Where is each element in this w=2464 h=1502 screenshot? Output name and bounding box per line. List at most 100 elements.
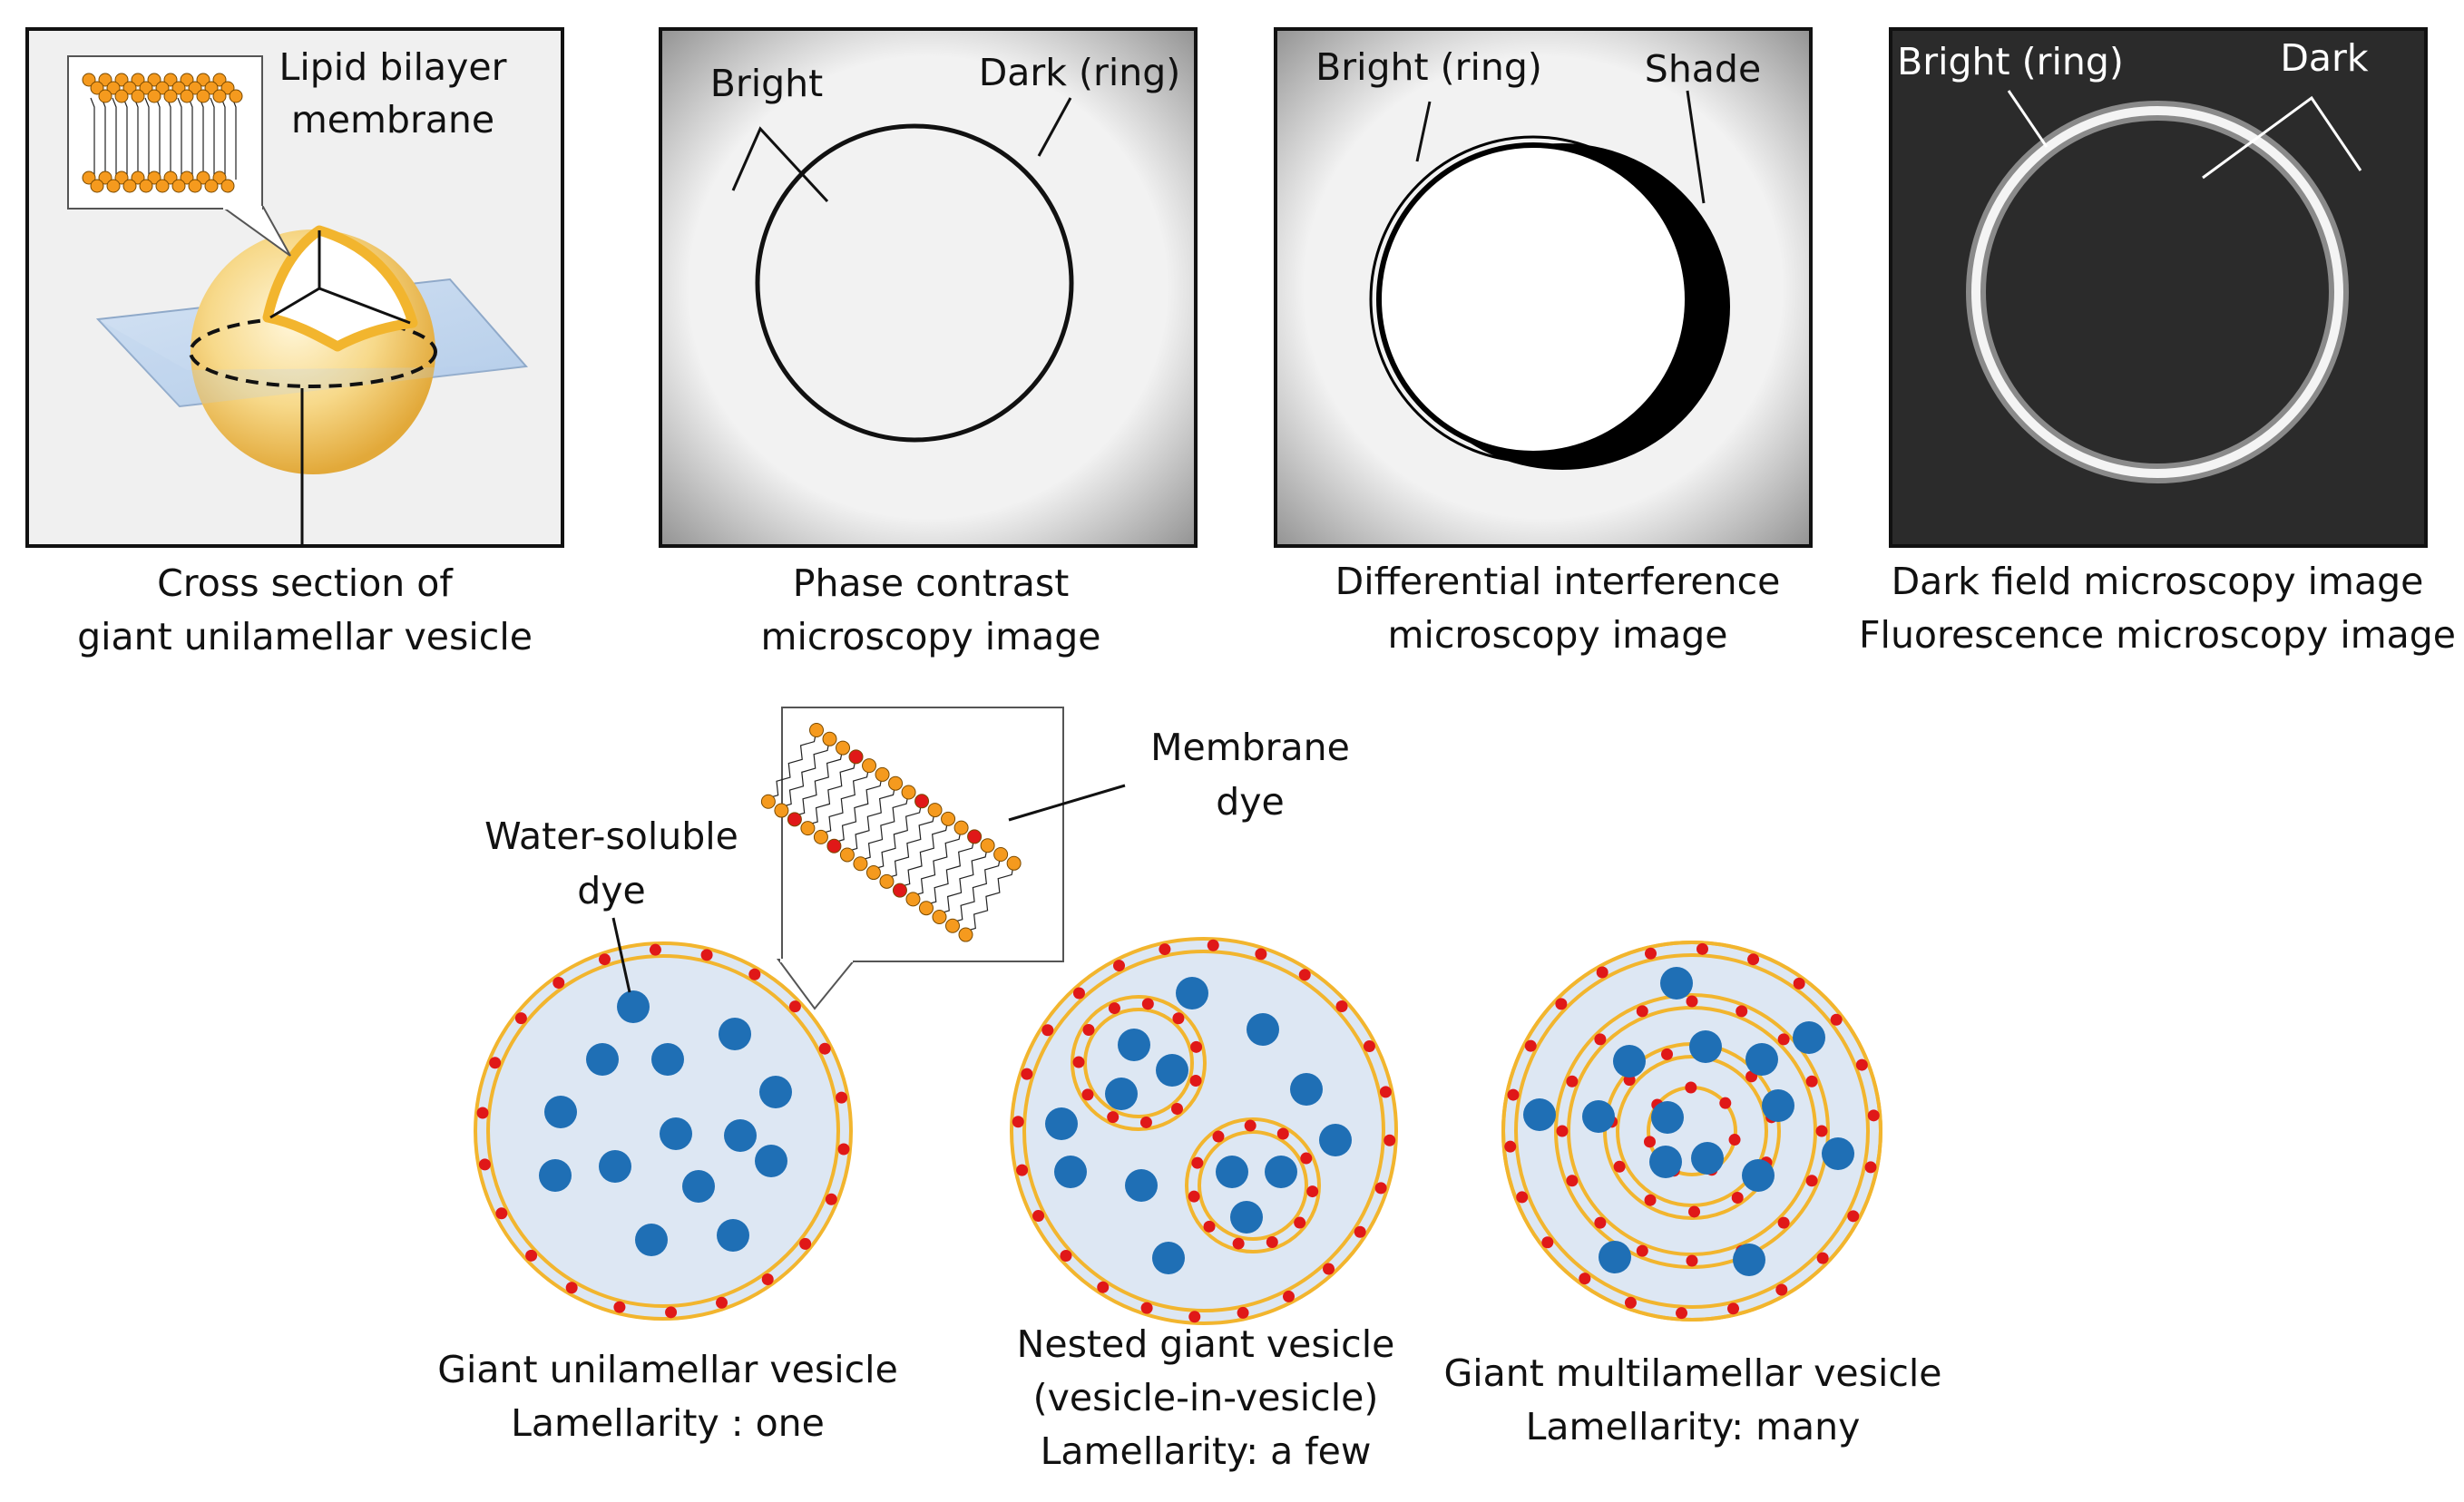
membrane-dye-dot — [1661, 1048, 1674, 1060]
membrane-dye-dot — [613, 1301, 626, 1313]
lipid-head — [774, 803, 789, 818]
membrane-dye-dot — [1207, 939, 1219, 951]
lipid-head — [114, 73, 129, 87]
membrane-dye-dot — [1140, 1302, 1153, 1314]
caption-nested-line2: (vesicle-in-vesicle) — [1033, 1376, 1379, 1419]
membrane-dye-dot — [476, 1107, 489, 1119]
lipid-head — [229, 89, 243, 103]
label-dark-ring: Dark (ring) — [979, 51, 1181, 94]
membrane-dye-dot — [1728, 1134, 1741, 1146]
membrane-dye-dot — [836, 1091, 848, 1104]
membrane-dye-dot — [1113, 960, 1126, 972]
membrane-dye-dot — [489, 1057, 502, 1069]
water-soluble-dye-dot — [1156, 1054, 1188, 1087]
lipid-head — [839, 847, 855, 863]
water-soluble-dye-dot — [1660, 967, 1693, 1000]
lipid-head — [901, 785, 916, 800]
lipid-head — [90, 179, 104, 193]
membrane-dye-dot — [1041, 1024, 1054, 1037]
membrane-dye-dot — [1189, 1075, 1202, 1087]
water-soluble-dye-dot — [755, 1145, 787, 1177]
label-bright-ring: Bright (ring) — [1315, 45, 1542, 89]
membrane-dye-dot — [1596, 966, 1608, 979]
lipid-head — [147, 171, 161, 185]
lipid-head — [836, 740, 851, 756]
caption-dic-line1: Differential interference — [1335, 560, 1781, 603]
pointer-bright — [731, 126, 829, 203]
lipid-head — [918, 901, 934, 916]
membrane-dye-dot — [1032, 1209, 1045, 1222]
caption-guv-line2: Lamellarity : one — [511, 1401, 825, 1445]
lipid-tail — [231, 97, 237, 180]
lipid-tail — [133, 97, 139, 180]
membrane-dye-dot — [825, 1193, 837, 1205]
membrane-dye-dot — [1731, 1191, 1744, 1204]
lipid-head — [188, 179, 202, 193]
water-soluble-dye-dot — [617, 990, 650, 1023]
lipid-head — [212, 89, 227, 103]
pointer-dark — [2202, 95, 2362, 180]
lipid-head — [953, 820, 969, 835]
water-soluble-dye-dot — [1319, 1124, 1352, 1156]
caption-nested-line1: Nested giant vesicle — [1017, 1322, 1395, 1366]
lipid-head — [212, 171, 227, 185]
lipid-head — [865, 865, 881, 881]
lipid-head — [155, 179, 170, 193]
label-bright-ring: Bright (ring) — [1897, 40, 2124, 83]
lipid-tail — [895, 818, 949, 889]
water-soluble-dye-dot — [724, 1119, 757, 1152]
giant-unilamellar-vesicle-diagram — [474, 941, 853, 1321]
water-soluble-dye-dot — [539, 1159, 572, 1192]
membrane-dye-dot — [665, 1306, 678, 1319]
membrane-dye-dot — [1354, 1225, 1366, 1238]
lipid-tail — [869, 801, 923, 871]
membrane-dye-dot — [818, 1042, 831, 1055]
water-soluble-dye-dot — [660, 1117, 692, 1150]
membrane-dye-dot — [761, 1273, 774, 1285]
membrane-dye-dot — [1867, 1109, 1880, 1122]
water-soluble-dye-dot — [759, 1076, 792, 1108]
water-soluble-dye-dot — [682, 1170, 715, 1203]
caption-guv-line1: Giant unilamellar vesicle — [437, 1348, 898, 1391]
lipid-tail — [144, 97, 150, 180]
label-membrane-dye-line2: dye — [1216, 780, 1285, 824]
lipid-tail — [188, 97, 193, 180]
lipid-head — [927, 803, 943, 818]
membrane-dye-dot — [1072, 1056, 1085, 1068]
pointer-shade — [1686, 90, 1706, 204]
membrane-dye-dot — [1747, 953, 1760, 966]
lipid-tail — [830, 774, 884, 844]
lipid-tail — [948, 853, 1002, 924]
lamella — [1567, 1006, 1817, 1256]
membrane-dye-dot — [1805, 1075, 1818, 1087]
panel-guv-cross-section: Lipid bilayer membrane — [25, 27, 564, 548]
membrane-dye-dot — [837, 1143, 850, 1156]
lipid-head — [163, 89, 178, 103]
lipid-head — [822, 731, 837, 746]
membrane-dye-dot — [565, 1282, 578, 1294]
lipid-head — [155, 81, 170, 95]
membrane-dye-dot — [1016, 1164, 1029, 1176]
water-soluble-dye-dot — [1125, 1169, 1158, 1202]
caption-mlv-line2: Lamellarity: many — [1526, 1405, 1861, 1448]
caption-nested-line3: Lamellarity: a few — [1041, 1429, 1372, 1473]
lamella — [1616, 1055, 1768, 1207]
lipid-tail — [90, 97, 95, 180]
lipid-tail — [790, 747, 844, 818]
label-bright: Bright — [710, 62, 823, 105]
water-soluble-dye-dot — [1649, 1146, 1682, 1178]
lipid-tail — [804, 756, 857, 826]
pointer-water-soluble-dye — [611, 917, 631, 993]
label-water-soluble-dye-line2: dye — [577, 869, 646, 912]
water-soluble-dye-dot — [1054, 1156, 1087, 1188]
lipid-head — [131, 73, 145, 87]
lipid-head — [944, 918, 960, 933]
vesicle-outline — [755, 123, 1074, 443]
membrane-dye-dot — [892, 883, 907, 898]
water-soluble-dye-dot — [1152, 1242, 1185, 1274]
label-membrane-dye-line1: Membrane — [1150, 726, 1350, 769]
lipid-head — [106, 81, 121, 95]
water-soluble-dye-dot — [1230, 1201, 1263, 1234]
lipid-head — [941, 811, 956, 826]
membrane-dye-dot — [1190, 1040, 1203, 1053]
